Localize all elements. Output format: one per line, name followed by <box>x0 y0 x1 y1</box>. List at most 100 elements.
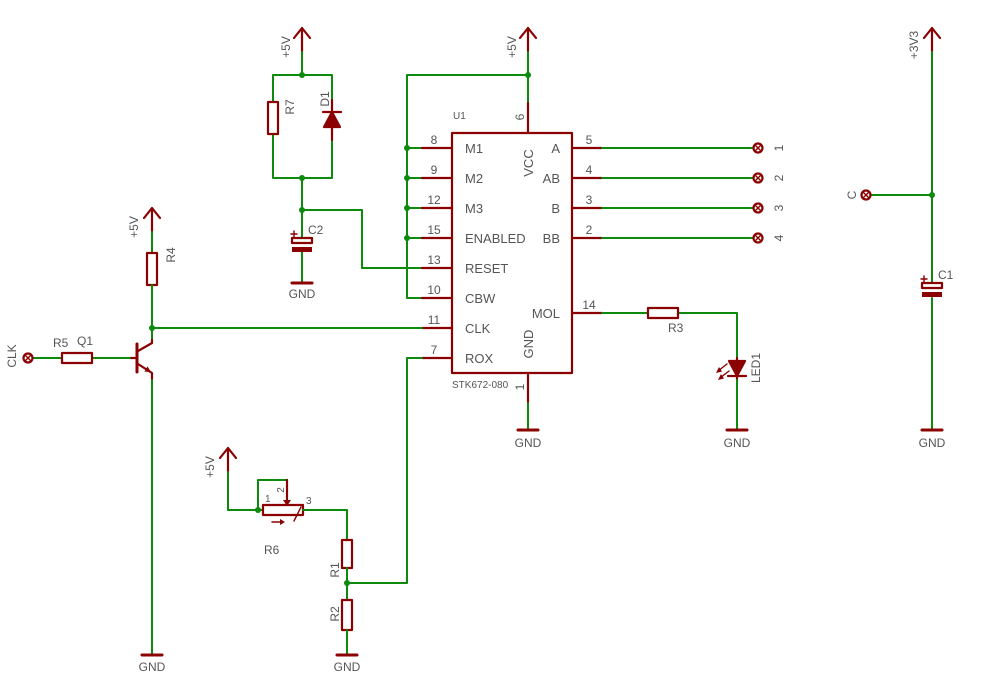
pad-ring <box>752 142 764 154</box>
r2-label: R2 <box>328 606 342 622</box>
r1-label: R1 <box>328 562 342 578</box>
output-pad-2: 2 <box>752 172 786 184</box>
junction-u1-vcc <box>525 72 531 78</box>
junction-r7-d1-bottom <box>299 175 305 181</box>
r7-label: R7 <box>283 99 297 115</box>
u1-pin-name: M3 <box>465 201 483 216</box>
wire-r6-supply <box>227 471 288 511</box>
r3-label: R3 <box>668 321 684 335</box>
r7-resistor <box>266 100 280 136</box>
r6-trim-mark <box>293 506 302 522</box>
u1-pin-number: 12 <box>427 193 441 207</box>
r6-pin-3-label: 3 <box>306 496 312 507</box>
c2-plate-positive <box>290 236 314 245</box>
u1-pin-name: VCC <box>521 149 536 176</box>
c-pad: C <box>845 189 872 201</box>
u1-pin-name: RESET <box>465 261 508 276</box>
pad-label: C <box>845 190 859 199</box>
u1-pin-name: A <box>551 141 560 156</box>
r6-pin-2-label: 2 <box>276 487 287 493</box>
junction-c2-reset <box>299 207 305 213</box>
u1-pin-number: 1 <box>513 383 527 390</box>
wire-c1 <box>870 51 933 431</box>
rox-divider: +5V 1 2 3 R6 R1 R2 GND <box>203 357 423 674</box>
c1-plate-negative <box>922 292 942 297</box>
u1-pin-number: 4 <box>586 163 593 177</box>
u1-pin-b: 3 B <box>551 193 604 216</box>
u1-pin-number: 9 <box>431 163 438 177</box>
junction-m2 <box>404 175 410 181</box>
c2-plate-negative <box>292 247 312 252</box>
supply-label-r7-d1: +5V <box>279 36 293 58</box>
output-pad-3: 3 <box>752 202 786 214</box>
gnd-label-q1: GND <box>139 660 166 674</box>
u1-pin-number: 7 <box>431 343 438 357</box>
r6-label: R6 <box>264 543 280 557</box>
u1-pin-m1: 8 M1 <box>420 133 483 156</box>
wire-reset <box>301 209 423 269</box>
wire-outputs <box>601 147 754 239</box>
junction-m1 <box>404 145 410 151</box>
pad-ring <box>22 352 34 364</box>
u1-pin-m2: 9 M2 <box>420 163 483 186</box>
u1-name: U1 <box>453 111 466 122</box>
u1-pin-number: 13 <box>427 253 441 267</box>
u1-pin-name: B <box>551 201 560 216</box>
u1-pin-name: CLK <box>465 321 491 336</box>
pad-cross <box>754 234 762 242</box>
wire-mode-pins <box>406 147 423 239</box>
r6-pin-1-label: 1 <box>265 494 271 505</box>
wire-r6-r1 <box>302 509 348 541</box>
u1-pin-reset: 13 RESET <box>420 253 508 276</box>
u1-pin-name: AB <box>543 171 560 186</box>
supply-symbol-c1 <box>922 26 942 54</box>
u1-pin-number: 15 <box>427 223 441 237</box>
supply-symbol-r7-d1 <box>292 26 312 54</box>
pad-label: 2 <box>772 174 786 181</box>
q1-emitter-arrow <box>144 366 151 372</box>
u1-pin-number: 10 <box>427 283 441 297</box>
u1-pin-name: BB <box>543 231 560 246</box>
r6-adjust-arrowhead <box>280 519 285 525</box>
pad-cross <box>862 191 870 199</box>
r6-wiper-arrowhead <box>283 500 291 506</box>
d1-label: D1 <box>318 91 332 107</box>
junction-enabled <box>404 235 410 241</box>
u1-pin-number: 3 <box>586 193 593 207</box>
junction-r7-d1-top <box>299 72 305 78</box>
u1-pin-m3: 12 M3 <box>420 193 483 216</box>
u1-pin-vcc: 6 VCC <box>513 101 536 177</box>
supply-label-c1: +3V3 <box>907 30 921 59</box>
mol-indicator: R3 LED1 GND <box>601 306 763 450</box>
gnd-label-r2: GND <box>334 660 361 674</box>
r4-label: R4 <box>164 247 178 263</box>
q1-collector <box>136 338 154 353</box>
supply-symbol-r4 <box>142 206 162 234</box>
wire-rox <box>346 357 423 584</box>
c1-plus-sign <box>920 275 928 283</box>
output-pad-4: 4 <box>752 232 786 244</box>
supply-label-u1: +5V <box>505 36 519 58</box>
r5-label: R5 <box>53 336 69 350</box>
pad-label: CLK <box>5 344 19 367</box>
pad-ring <box>752 202 764 214</box>
u1-pin-name: GND <box>521 330 536 359</box>
r3-resistor <box>646 306 680 320</box>
pad-cross <box>754 174 762 182</box>
junction-r6 <box>255 507 261 513</box>
u1-pin-gnd: 1 GND <box>513 330 536 405</box>
led1-arrowhead-2 <box>718 374 724 380</box>
u1-pin-name: M1 <box>465 141 483 156</box>
gnd-label-u1: GND <box>515 436 542 450</box>
clk-pad: CLK <box>5 344 34 368</box>
u1-pin-ab: 4 AB <box>543 163 604 186</box>
u1-pin-a: 5 A <box>551 133 604 156</box>
c1-plate-positive <box>920 281 944 290</box>
pad-ring <box>752 232 764 244</box>
u1-pin-name: CBW <box>465 291 496 306</box>
u1-pin-number: 14 <box>582 298 596 312</box>
gnd-label-led1: GND <box>724 436 751 450</box>
pad-cross <box>754 144 762 152</box>
junction-m3 <box>404 205 410 211</box>
